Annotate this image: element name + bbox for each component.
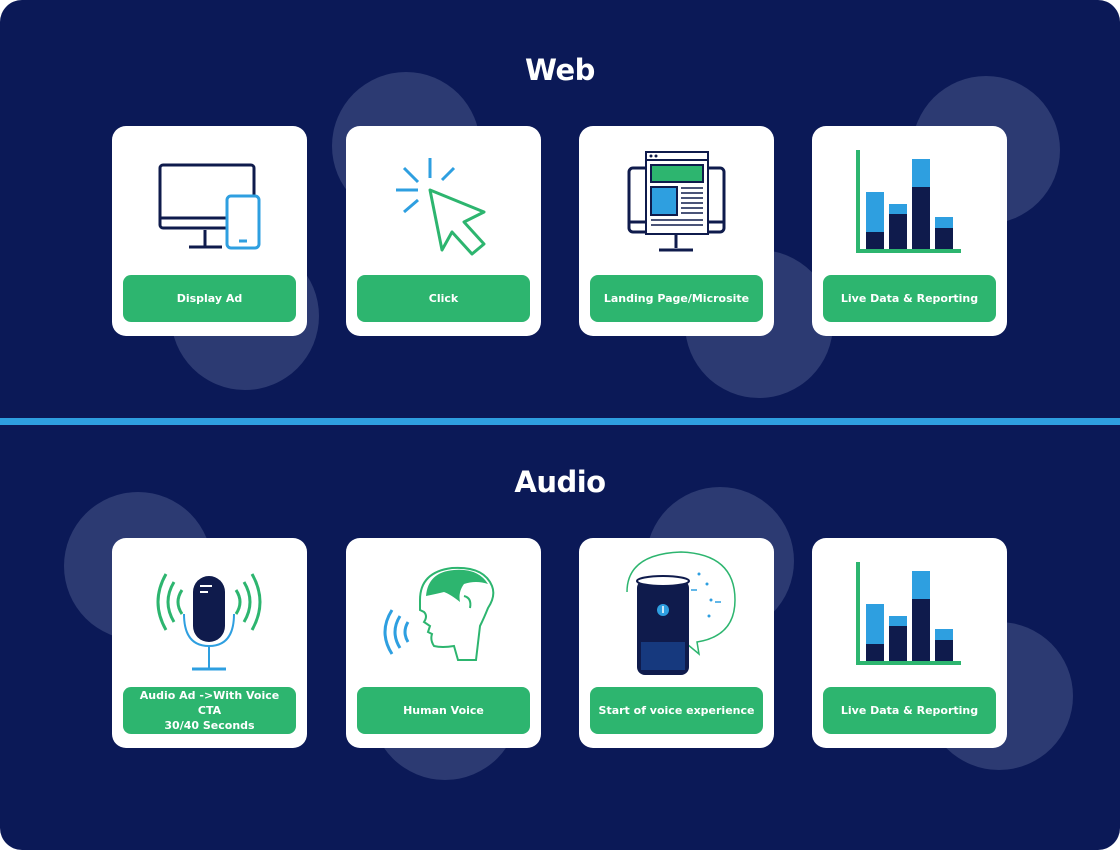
card-voice-experience: Start of voice experience	[579, 538, 774, 748]
card-label-click: Click	[357, 275, 530, 322]
monitor-phone-icon	[158, 163, 261, 250]
card-label-human-voice: Human Voice	[357, 687, 530, 734]
card-human-voice: Human Voice	[346, 538, 541, 748]
card-landing-page: Landing Page/Microsite	[579, 126, 774, 336]
bar-chart-icon	[856, 150, 961, 253]
card-label-display-ad: Display Ad	[123, 275, 296, 322]
card-label-landing-page: Landing Page/Microsite	[590, 275, 763, 322]
section-title-audio: Audio	[514, 465, 606, 499]
card-live-data-audio: Live Data & Reporting	[812, 538, 1007, 748]
microphone-icon	[156, 573, 262, 671]
card-label-audio-ad: Audio Ad ->With Voice CTA 30/40 Seconds	[123, 687, 296, 734]
card-click: Click	[346, 126, 541, 336]
human-voice-icon	[383, 566, 495, 661]
section-divider	[0, 418, 1120, 425]
card-live-data-web: Live Data & Reporting	[812, 126, 1007, 336]
bar-chart-icon	[856, 562, 961, 665]
card-label-live-data-audio: Live Data & Reporting	[823, 687, 996, 734]
card-label-live-data-web: Live Data & Reporting	[823, 275, 996, 322]
cursor-click-icon	[396, 158, 486, 256]
section-title-web: Web	[525, 53, 595, 87]
card-label-voice-experience: Start of voice experience	[590, 687, 763, 734]
webpage-monitor-icon	[627, 151, 726, 252]
card-audio-ad: Audio Ad ->With Voice CTA 30/40 Seconds	[112, 538, 307, 748]
smart-speaker-icon	[626, 551, 736, 675]
card-display-ad: Display Ad	[112, 126, 307, 336]
